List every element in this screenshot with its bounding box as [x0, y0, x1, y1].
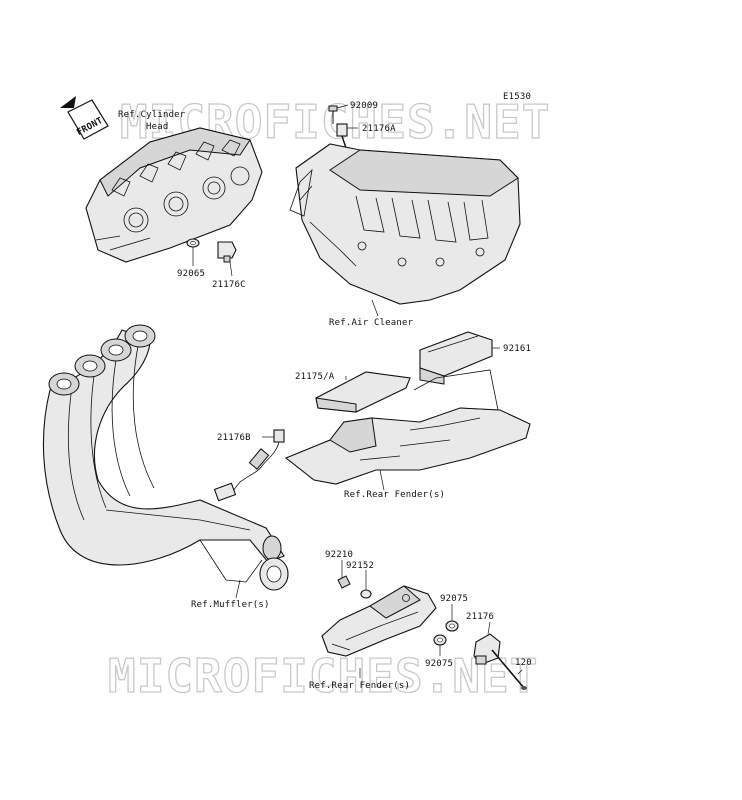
- label-muffler: Ref.Muffler(s): [191, 600, 270, 610]
- air-cleaner: [289, 143, 521, 305]
- grommet-92075-upper: [445, 620, 459, 632]
- part-92210: 92210: [325, 550, 353, 560]
- washer-92065: [186, 238, 200, 248]
- label-air-cleaner: Ref.Air Cleaner: [329, 318, 414, 328]
- part-92161: 92161: [503, 344, 531, 354]
- part-92075-lower: 92075: [425, 659, 453, 669]
- label-cylinder-head-1: Ref.Cylinder: [118, 110, 186, 120]
- part-21176c: 21176C: [212, 280, 246, 290]
- label-rear-fender-lower: Ref.Rear Fender(s): [309, 681, 410, 691]
- cover-92161: [419, 331, 493, 385]
- part-21175a: 21175/A: [295, 372, 335, 382]
- part-92075-upper: 92075: [440, 594, 468, 604]
- watermark-bottom: MICROFICHES.NET: [108, 649, 538, 703]
- part-21176a: 21176A: [362, 124, 396, 134]
- part-21176b: 21176B: [217, 433, 251, 443]
- front-arrow-icon: FRONT: [60, 96, 109, 140]
- screw-92009: [328, 105, 338, 124]
- ecu-21175a: [315, 371, 411, 413]
- nut-92210: [337, 575, 351, 589]
- part-92065: 92065: [177, 269, 205, 279]
- grommet-92152: [360, 589, 372, 599]
- part-21176: 21176: [466, 612, 494, 622]
- rear-fender-tray: [284, 369, 531, 485]
- label-rear-fender-upper: Ref.Rear Fender(s): [344, 490, 445, 500]
- grommet-92075-lower: [433, 634, 447, 646]
- part-120: 120: [515, 658, 532, 668]
- rear-fender-lower: [321, 585, 437, 657]
- part-92009: 92009: [350, 101, 378, 111]
- sensor-21176c: [217, 241, 237, 263]
- cylinder-head: [85, 127, 263, 263]
- label-cylinder-head-2: Head: [146, 122, 168, 132]
- bolt-120: [491, 649, 527, 690]
- part-92152: 92152: [346, 561, 374, 571]
- exhaust-headers: [42, 324, 289, 591]
- sensor-21176b: [213, 429, 285, 502]
- diagram-code: E1530: [503, 92, 531, 102]
